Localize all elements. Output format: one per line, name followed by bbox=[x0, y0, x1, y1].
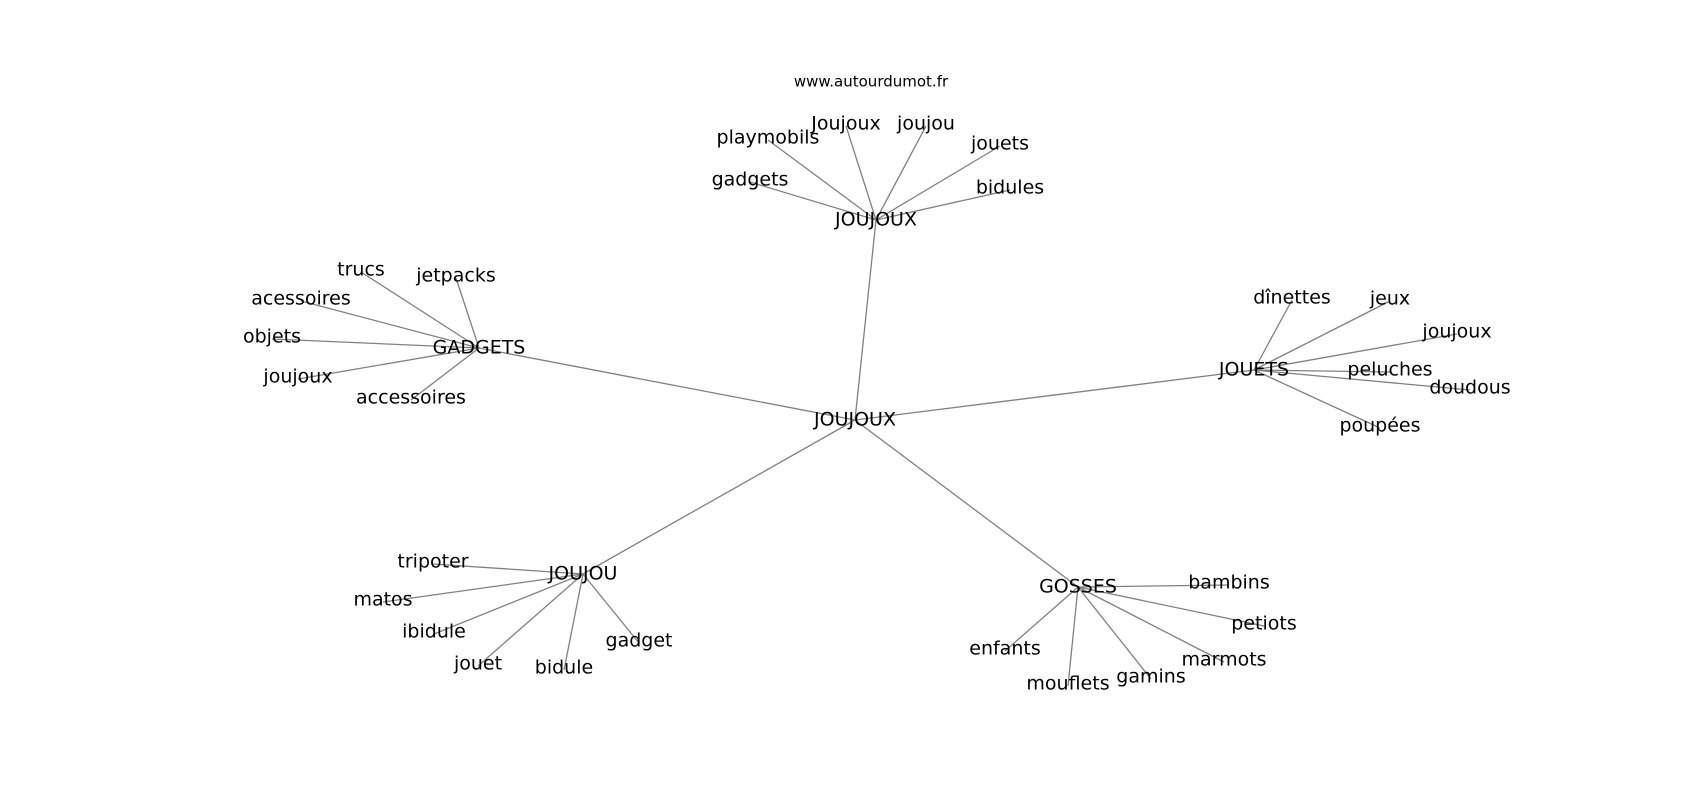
word-node-label: ibidule bbox=[402, 621, 466, 643]
word-node-label: gadget bbox=[606, 630, 673, 652]
edge-hub-joujoux-top-word-5 bbox=[875, 189, 1011, 221]
word-node-label: matos bbox=[353, 589, 412, 611]
word-node-label: gamins bbox=[1116, 666, 1185, 688]
word-node-label: accessoires bbox=[356, 387, 466, 409]
edge-hub-joujou-word-5 bbox=[582, 573, 640, 644]
edge-center-to-hub-gadgets bbox=[478, 347, 856, 421]
graph-edges bbox=[271, 125, 1471, 687]
edge-hub-jouets-word-4 bbox=[1253, 369, 1471, 391]
hub-joujoux-top-label: JOUJOUX bbox=[834, 209, 917, 231]
edge-hub-joujou-word-4 bbox=[563, 573, 584, 671]
edge-hub-joujoux-top-word-1 bbox=[767, 139, 877, 221]
word-node-label: Joujoux bbox=[810, 113, 880, 135]
word-node-label: bidule bbox=[535, 657, 593, 679]
word-node-label: enfants bbox=[969, 638, 1040, 660]
graph-labels: www.autourdumot.fr gadgets playmobilsJouj… bbox=[243, 73, 1511, 695]
edge-hub-joujou-word-2 bbox=[433, 573, 584, 635]
word-node-label: jouets bbox=[970, 133, 1029, 155]
word-node-label: petiots bbox=[1231, 613, 1296, 635]
edge-hub-gosses-word-5 bbox=[1004, 586, 1079, 652]
edge-hub-jouets-word-5 bbox=[1253, 369, 1381, 429]
word-node-label: acessoires bbox=[251, 288, 350, 310]
word-node-label: playmobils bbox=[717, 127, 820, 149]
edge-center-to-hub-gosses bbox=[854, 419, 1079, 588]
edge-hub-gadgets-word-1 bbox=[455, 277, 480, 349]
hub-jouets-label: JOUETS bbox=[1218, 359, 1289, 381]
edge-hub-joujou-word-1 bbox=[382, 573, 584, 603]
word-node-label: doudous bbox=[1429, 377, 1510, 399]
edge-center-to-hub-joujou bbox=[582, 419, 856, 575]
source-website-label: www.autourdumot.fr bbox=[794, 73, 949, 91]
edge-hub-jouets-word-2 bbox=[1253, 333, 1458, 371]
word-node-label: joujoux bbox=[262, 366, 332, 388]
word-node-label: jeux bbox=[1369, 288, 1410, 310]
edge-hub-gosses-word-1 bbox=[1077, 586, 1265, 627]
edge-hub-gosses-word-2 bbox=[1077, 586, 1225, 663]
edge-hub-jouets-word-1 bbox=[1253, 300, 1391, 371]
edge-hub-gadgets-word-3 bbox=[271, 338, 480, 349]
word-node-label: jetpacks bbox=[415, 265, 495, 287]
edge-center-to-hub-joujoux-top bbox=[854, 219, 877, 421]
word-node-label: peluches bbox=[1347, 359, 1432, 381]
word-node-label: trucs bbox=[337, 259, 385, 281]
word-node-label: tripoter bbox=[397, 551, 468, 573]
word-node-label: gadgets bbox=[712, 169, 789, 191]
word-node-label: objets bbox=[243, 326, 301, 348]
edge-hub-joujou-word-3 bbox=[477, 573, 584, 667]
word-node-label: jouet bbox=[453, 653, 502, 675]
edge-hub-gosses-word-4 bbox=[1067, 586, 1079, 687]
edge-hub-gadgets-word-2 bbox=[300, 300, 480, 349]
edge-hub-gosses-word-0 bbox=[1077, 584, 1230, 588]
word-node-label: bidules bbox=[976, 177, 1044, 199]
center-node-label: JOUJOUX bbox=[813, 409, 896, 431]
word-node-label: mouflets bbox=[1026, 673, 1109, 695]
edge-hub-gadgets-word-0 bbox=[360, 271, 480, 349]
edge-hub-joujoux-top-word-0 bbox=[749, 181, 877, 221]
hub-joujou-label: JOUJOU bbox=[548, 563, 618, 585]
edge-hub-joujoux-top-word-2 bbox=[845, 125, 877, 221]
word-node-label: marmots bbox=[1181, 649, 1266, 671]
hub-gadgets-label: GADGETS bbox=[433, 337, 526, 359]
hub-gosses-label: GOSSES bbox=[1039, 576, 1117, 598]
edge-hub-jouets-word-3 bbox=[1253, 369, 1391, 373]
edge-hub-jouets-word-0 bbox=[1253, 299, 1293, 371]
edge-hub-joujou-word-0 bbox=[432, 563, 584, 575]
word-node-label: poupées bbox=[1339, 415, 1420, 437]
word-node-label: joujou bbox=[896, 113, 955, 135]
word-node-label: bambins bbox=[1188, 572, 1270, 594]
edge-hub-gadgets-word-4 bbox=[297, 347, 480, 380]
edge-hub-joujoux-top-word-3 bbox=[875, 125, 927, 221]
edge-hub-gosses-word-3 bbox=[1077, 586, 1152, 680]
word-node-label: dînettes bbox=[1253, 287, 1331, 309]
word-node-label: joujoux bbox=[1421, 321, 1491, 343]
edge-hub-joujoux-top-word-4 bbox=[875, 145, 1001, 221]
edge-hub-gadgets-word-5 bbox=[410, 347, 480, 401]
edge-center-to-hub-jouets bbox=[854, 369, 1255, 421]
